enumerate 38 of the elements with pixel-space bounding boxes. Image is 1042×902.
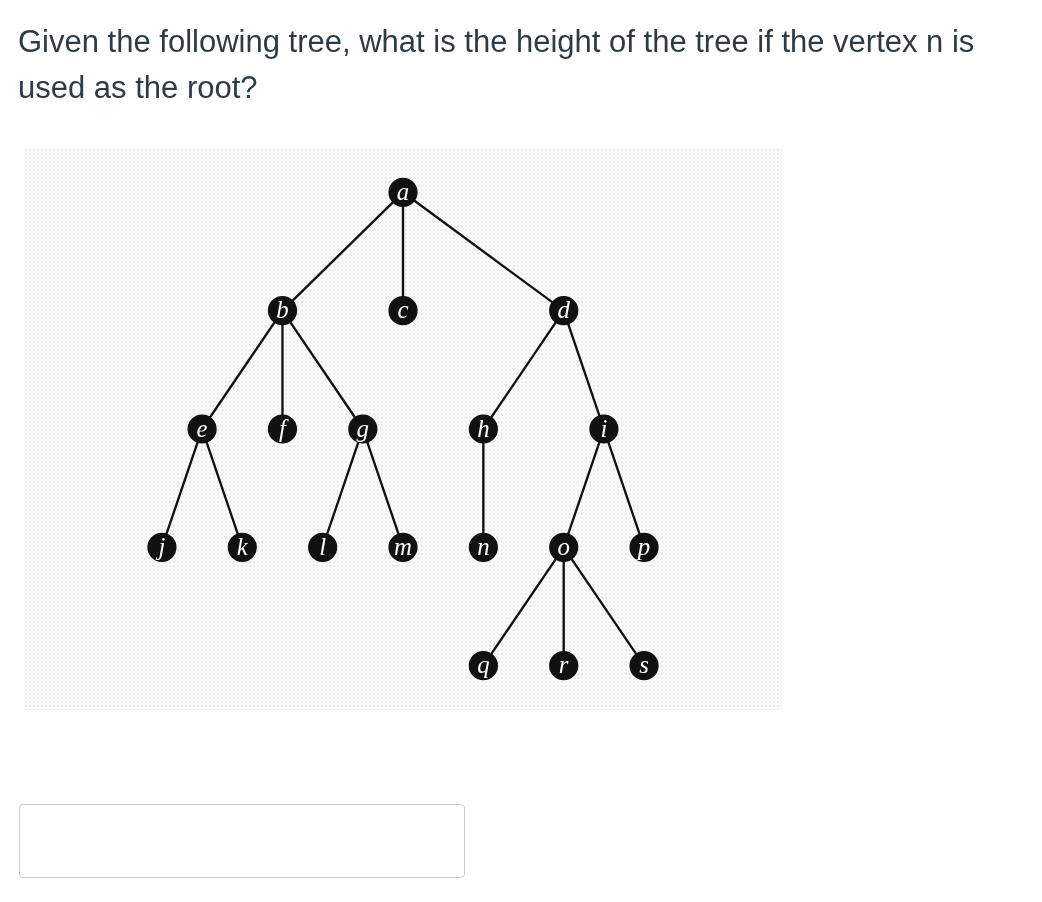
tree-vertex: a [388,177,418,207]
tree-edge [366,441,400,535]
tree-edge [490,321,557,419]
tree-vertex: m [388,532,418,562]
tree-vertex: o [549,532,579,562]
tree-edge [607,441,641,535]
tree-vertex: l [308,532,338,562]
tree-edge [562,561,565,652]
tree-vertex: s [629,651,659,681]
tree-vertex: d [549,296,579,326]
tree-vertex: r [549,651,579,681]
tree-edge [205,441,239,535]
tree-edge [281,324,284,416]
tree-edge [289,321,356,419]
question-text: Given the following tree, what is the height of the tree if the vertex n is used as the root? [18,23,976,107]
tree-edge [326,441,360,535]
tree-edge [413,199,554,304]
tree-edge [165,441,199,535]
tree-vertex: c [388,296,418,326]
tree-edge [570,558,638,655]
tree-vertex: f [267,414,298,444]
tree-vertex: i [589,414,619,444]
tree-vertex: n [468,532,498,562]
tree-edge [567,441,601,535]
tree-edge [208,321,276,419]
tree-vertex: h [468,414,498,444]
tree-vertex: b [267,296,298,326]
tree-vertex: g [348,414,378,444]
tree-vertex: p [629,532,659,562]
tree-vertex: j [147,532,177,562]
tree-edge [291,201,394,302]
tree-vertex: k [227,532,257,562]
tree-edge [490,558,557,655]
tree-vertex: e [187,414,217,444]
tree-edge [567,323,601,417]
tree-edge [482,442,485,534]
tree-edge [401,206,405,297]
tree-vertex: q [468,651,498,681]
